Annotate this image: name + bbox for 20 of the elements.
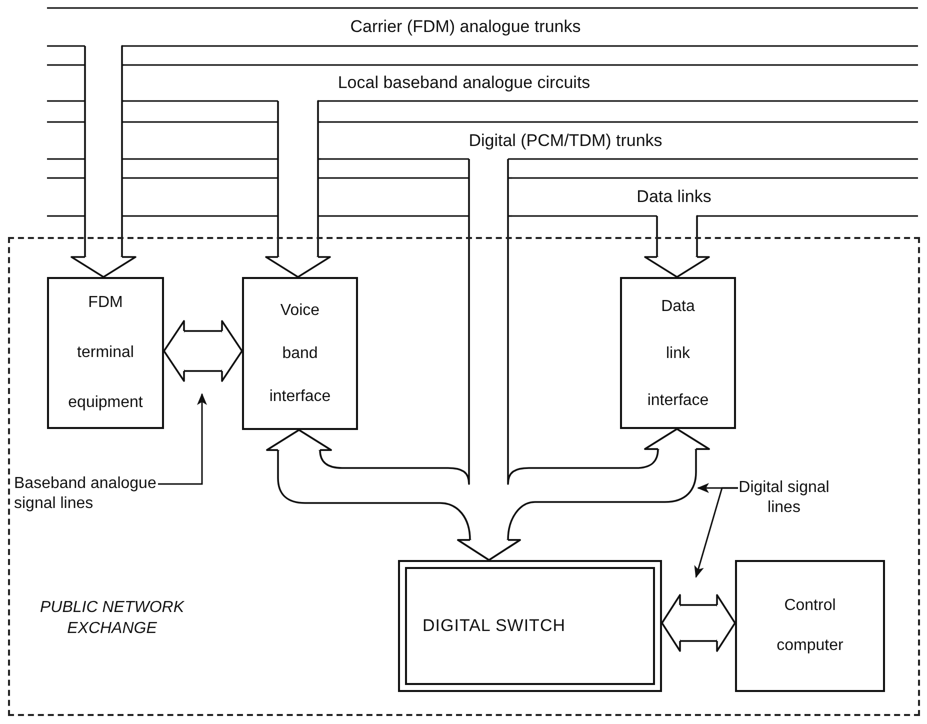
box-label: Control computer	[776, 596, 844, 656]
annotation-text: Digital signal lines	[738, 478, 830, 518]
trunk-group-label: Local baseband analogue circuits	[338, 73, 590, 93]
trunk-group-label: Digital (PCM/TDM) trunks	[468, 130, 662, 150]
exchange-label: PUBLIC NETWORK EXCHANGE	[38, 598, 186, 639]
trunk-group-label: Carrier (FDM) analogue trunks	[350, 17, 581, 37]
box-label: Data link interface	[647, 296, 709, 410]
equipment-box	[620, 277, 736, 429]
box-label: Voice band interface	[269, 301, 331, 407]
exchange-boundary	[8, 237, 920, 716]
box-label: DIGITAL SWITCH	[422, 616, 566, 636]
switch-box	[398, 560, 662, 692]
equipment-box	[47, 277, 164, 429]
equipment-box	[735, 560, 885, 692]
leader-line	[158, 393, 207, 485]
annotation-text: Baseband analogue signal lines	[14, 474, 158, 514]
trunk-group-label: Data links	[636, 187, 712, 207]
leader-line	[694, 487, 738, 578]
box-label: FDM terminal equipment	[68, 293, 143, 413]
equipment-box	[242, 277, 358, 430]
